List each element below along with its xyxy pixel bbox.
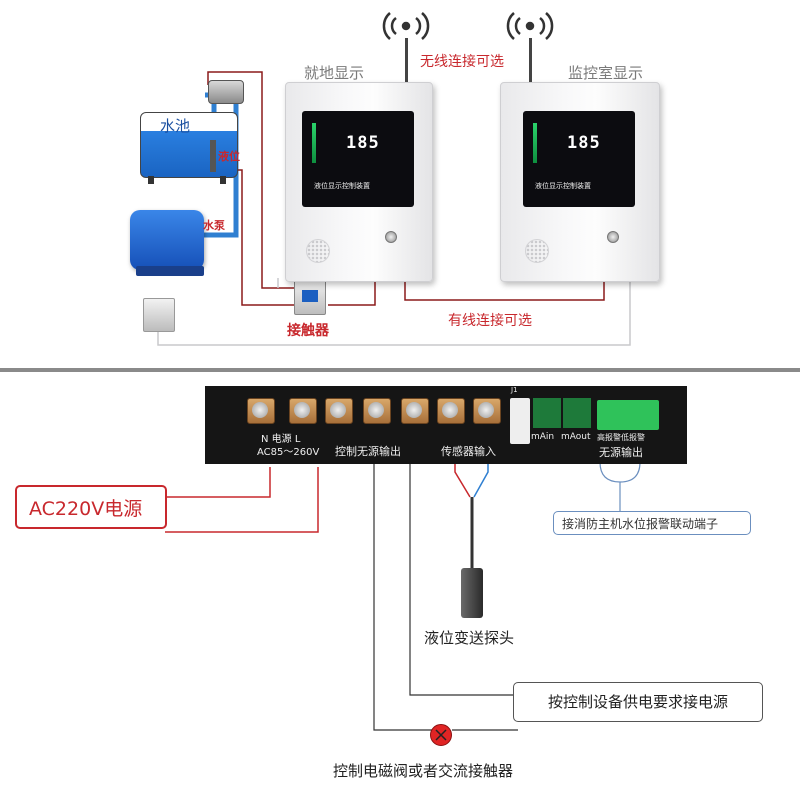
- wifi-icon-right: [506, 12, 554, 40]
- supply-box: 按控制设备供电要求接电源: [513, 682, 763, 722]
- level-probe: [210, 140, 216, 172]
- bottom-section: N 电源 L AC85～260V 控制无源输出 传感器输入 J1 mAin mA…: [0, 372, 800, 800]
- pump-base: [136, 266, 204, 276]
- aout-block: [563, 398, 591, 428]
- monitor-level-bar: [533, 123, 537, 163]
- sensor-screw-plus: [437, 398, 465, 424]
- alarm-label: 高报警低报警: [597, 433, 645, 442]
- pool-leg-right: [220, 176, 226, 184]
- j1-label: J1: [511, 386, 518, 394]
- contactor-wire: [328, 278, 376, 306]
- monitor-lcd-value: 185: [567, 133, 601, 153]
- monitor-display-cabinet: 185 液位显示控制装置: [500, 82, 660, 282]
- power-screw-n: [247, 398, 275, 424]
- local-speaker: [306, 239, 330, 263]
- probe-label: 液位变送探头: [424, 629, 515, 647]
- aout-label: mAout: [561, 432, 591, 442]
- ac220-label: AC220V电源: [29, 498, 143, 520]
- monitor-control-panel: 185 液位显示控制装置: [523, 111, 635, 207]
- local-lock: [385, 231, 397, 243]
- antenna-right: [529, 38, 532, 84]
- monitor-speaker: [525, 239, 549, 263]
- passive-output-label: 无源输出: [599, 446, 643, 459]
- valve-label: 控制电磁阀或者交流接触器: [333, 762, 514, 780]
- control-screw-3: [401, 398, 429, 424]
- control-screw-2: [363, 398, 391, 424]
- ain-label: mAin: [531, 432, 555, 442]
- control-screw-1: [325, 398, 353, 424]
- control-line-c: [409, 456, 513, 696]
- local-display-label: 就地显示: [304, 64, 365, 82]
- water-pump: [130, 210, 204, 270]
- contactor: [294, 279, 326, 315]
- pump-label: 水泵: [203, 219, 225, 232]
- wifi-icon-left: [382, 12, 430, 40]
- power-terminal-label: N 电源 L: [261, 434, 301, 445]
- local-device-caption: 液位显示控制装置: [314, 182, 370, 190]
- local-level-bar: [312, 123, 316, 163]
- wired-link: [404, 280, 605, 301]
- ain-block: [533, 398, 561, 428]
- ac-wire-l: [165, 467, 319, 533]
- solenoid-valve: [208, 80, 244, 104]
- sensor-input-label: 传感器输入: [441, 445, 496, 458]
- fire-host-label: 接消防主机水位报警联动端子: [562, 517, 719, 531]
- valve-wire: [207, 71, 300, 289]
- section-divider: [0, 368, 800, 372]
- wired-label: 有线连接可选: [448, 313, 532, 329]
- monitor-lock: [607, 231, 619, 243]
- monitor-room-label: 监控室显示: [568, 64, 644, 82]
- control-line-a: [373, 456, 437, 731]
- control-output-label: 控制无源输出: [335, 445, 401, 458]
- level-label: 液位: [218, 150, 240, 163]
- alarm-block: [597, 400, 659, 430]
- power-screw-l: [289, 398, 317, 424]
- local-control-panel: 185 液位显示控制装置: [302, 111, 414, 207]
- ac220-box: AC220V电源: [15, 485, 167, 529]
- local-display-cabinet: 185 液位显示控制装置: [285, 82, 433, 282]
- wireless-label: 无线连接可选: [420, 54, 504, 70]
- local-lcd-value: 185: [346, 133, 380, 153]
- gray-line: [157, 282, 631, 346]
- sensor-screw-minus: [473, 398, 501, 424]
- alarm-bracket: [599, 461, 641, 512]
- water-pool: [140, 112, 238, 178]
- small-contactor: [143, 298, 175, 332]
- level-probe-body: [461, 568, 483, 618]
- terminal-board: N 电源 L AC85～260V 控制无源输出 传感器输入 J1 mAin mA…: [205, 386, 687, 464]
- pool-label: 水池: [160, 117, 191, 135]
- power-range-label: AC85～260V: [257, 447, 320, 458]
- connector-white: [510, 398, 530, 444]
- ac-wire-n: [165, 467, 271, 498]
- monitor-device-caption: 液位显示控制装置: [535, 182, 591, 190]
- antenna-left: [405, 38, 408, 84]
- pool-leg-left: [148, 176, 154, 184]
- valve-symbol-icon: [430, 724, 452, 746]
- fire-host-box: 接消防主机水位报警联动端子: [553, 511, 751, 535]
- top-section: 水池 液位 水泵 接触器 就地显示 监控室显示 无线连接可选 有线连接可选 18…: [0, 0, 800, 368]
- contactor-label: 接触器: [287, 323, 329, 339]
